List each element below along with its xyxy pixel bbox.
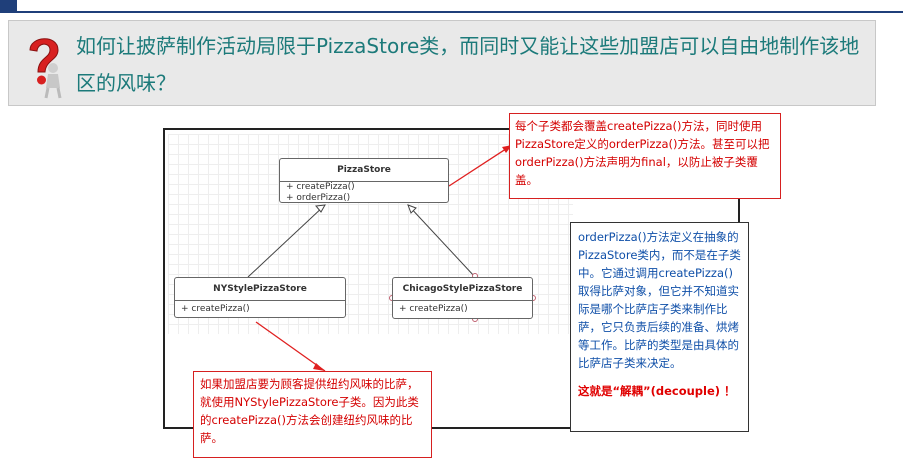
uml-class-chicagostylepizzastore: ChicagoStylePizzaStore + createPizza() <box>392 277 533 319</box>
question-mark-icon <box>29 38 62 99</box>
class-name: NYStylePizzaStore <box>175 278 345 301</box>
title-bar-line <box>0 11 903 13</box>
question-text: 如何让披萨制作活动局限于PizzaStore类，而同时又能让这些加盟店可以自由地… <box>76 34 860 95</box>
note-orderpizza: orderPizza()方法定义在抽象的PizzaStore类内，而不是在子类中… <box>570 222 749 432</box>
uml-class-nystylepizzastore: NYStylePizzaStore + createPizza() <box>174 277 346 318</box>
ny-inheritance-line <box>247 204 326 278</box>
class-name: ChicagoStylePizzaStore <box>393 278 532 301</box>
note-orderpizza-text: orderPizza()方法定义在抽象的PizzaStore类内，而不是在子类中… <box>578 230 741 370</box>
title-bar <box>0 0 903 13</box>
note-decouple-text: 这就是“解耦”(decouple) ！ <box>578 384 736 398</box>
ny-inheritance-arrowhead <box>315 204 326 213</box>
class-method: + orderPizza() <box>286 193 351 203</box>
chicago-inheritance-line <box>407 204 476 278</box>
uml-class-pizzastore: PizzaStore + createPizza() + orderPizza(… <box>279 158 449 203</box>
title-bar-square <box>0 0 17 11</box>
class-method: + createPizza() <box>181 304 250 314</box>
ny-pointer-arrowhead <box>313 363 325 371</box>
class-method: + createPizza() <box>286 182 355 192</box>
override-pointer-line <box>448 144 513 187</box>
note-override: 每个子类都会覆盖createPizza()方法，同时使用PizzaStore定义… <box>509 113 781 199</box>
ny-pointer-line <box>255 321 326 372</box>
class-method: + createPizza() <box>399 304 468 314</box>
chicago-inheritance-arrowhead <box>407 204 417 214</box>
question-box <box>8 20 876 106</box>
note-nystyle: 如果加盟店要为顾客提供纽约风味的比萨，就使用NYStylePizzaStore子… <box>193 371 432 458</box>
class-name: PizzaStore <box>280 159 448 182</box>
